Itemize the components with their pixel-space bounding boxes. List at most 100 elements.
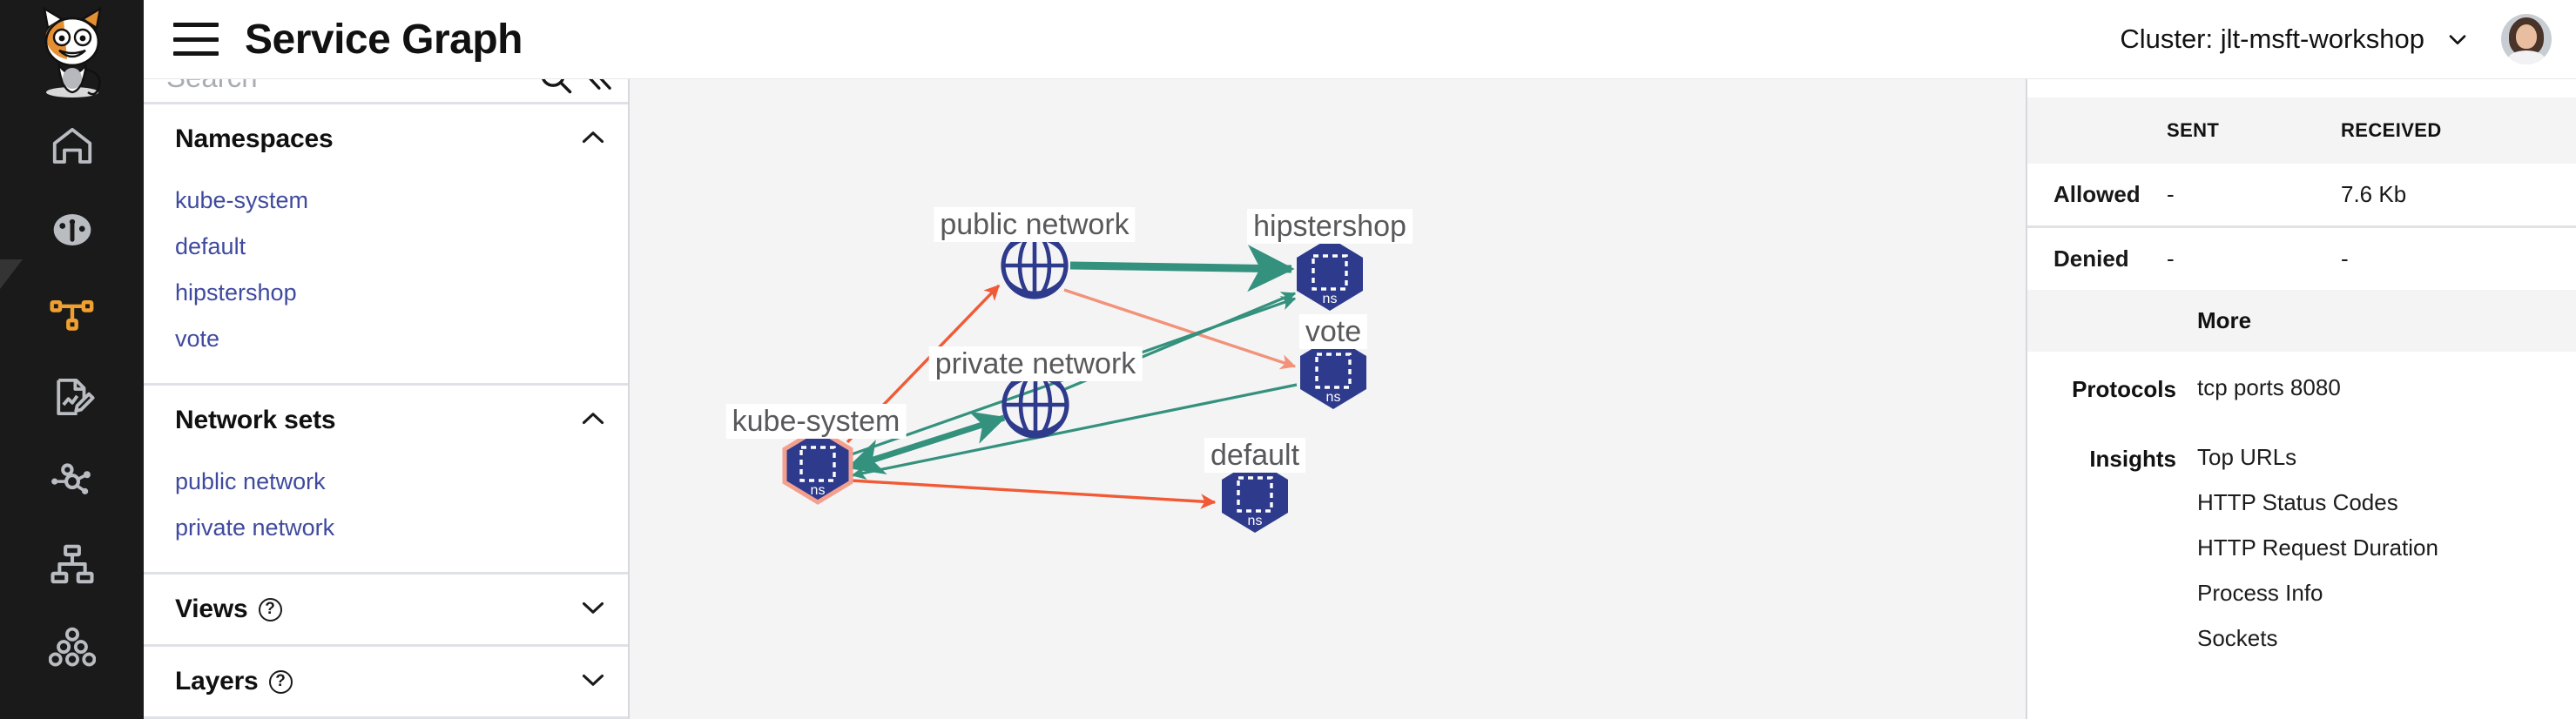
calico-cat-logo[interactable]: [0, 0, 144, 104]
cluster-selector[interactable]: Cluster: jlt-msft-workshop: [2120, 24, 2471, 55]
section-body-namespaces: kube-system default hipstershop vote: [144, 174, 628, 383]
table-header-row: SENT RECEIVED: [2027, 97, 2576, 164]
node-public-network: [1001, 232, 1069, 299]
rail-items: [0, 104, 144, 689]
node-label-public-network[interactable]: public network: [934, 207, 1136, 243]
document-edit-icon: [56, 378, 95, 416]
node-label-private-network[interactable]: private network: [928, 346, 1143, 382]
chevron-down-icon[interactable]: [577, 664, 609, 700]
sidebar-item-default[interactable]: default: [175, 233, 246, 259]
insight-top-urls[interactable]: Top URLs: [2197, 444, 2297, 470]
sidebar-item-home[interactable]: [0, 104, 144, 188]
traffic-table: SENT RECEIVED Allowed - 7.6 Kb Denied - …: [2027, 97, 2576, 290]
edge-public-network-vote: [1063, 288, 1297, 370]
section-layers: Layers ?: [144, 647, 628, 719]
svg-text:ns: ns: [1248, 514, 1263, 528]
more-section-header[interactable]: More: [2027, 290, 2576, 352]
chevron-up-icon[interactable]: [577, 122, 609, 158]
sidebar-item-private-network[interactable]: private network: [175, 514, 335, 541]
section-network-sets: Network sets public network private netw…: [144, 386, 628, 575]
sidebar-item-public-network[interactable]: public network: [175, 468, 326, 494]
edge-public-network-hipstershop: [1069, 245, 1295, 292]
section-header-network-sets[interactable]: Network sets: [144, 386, 628, 455]
protocols-row: Protocols tcp ports 8080: [2027, 376, 2576, 421]
section-title: Network sets: [175, 406, 336, 434]
gauge-icon: [53, 214, 91, 245]
cell-allowed-sent: -: [2167, 164, 2341, 228]
graph-edges: ns ns ns ns: [782, 232, 1366, 533]
insight-http-status-codes[interactable]: HTTP Status Codes: [2197, 489, 2398, 515]
cell-denied-sent: -: [2167, 245, 2175, 272]
node-hipstershop: ns: [1297, 238, 1363, 311]
sidebar-item-network[interactable]: [0, 439, 144, 522]
section-namespaces: Namespaces kube-system default hipstersh…: [144, 104, 628, 386]
node-vote: ns: [1300, 336, 1366, 409]
row-label-allowed: Allowed: [2027, 164, 2167, 228]
chevron-up-icon[interactable]: [577, 403, 609, 439]
insights-label: Insights: [2089, 446, 2176, 472]
cluster-nodes-icon: [48, 627, 96, 667]
icon-rail: [0, 0, 144, 719]
sidebar-item-service-graph[interactable]: [0, 259, 144, 355]
col-head-blank: [2027, 97, 2167, 164]
chevron-down-icon[interactable]: [577, 592, 609, 628]
insight-sockets[interactable]: Sockets: [2197, 625, 2278, 651]
insights-row: Insights Top URLs HTTP Status Codes HTTP…: [2027, 446, 2576, 672]
help-icon[interactable]: ?: [258, 597, 282, 622]
edge-kube-system-default: [850, 479, 1217, 509]
edge-vote-kube-system: [851, 383, 1298, 480]
help-icon[interactable]: ?: [268, 669, 293, 694]
cluster-label: Cluster: jlt-msft-workshop: [2120, 24, 2424, 54]
sidebar-item-dashboard[interactable]: [0, 188, 144, 272]
sidebar-item-policies[interactable]: [0, 355, 144, 439]
insights-values: Top URLs HTTP Status Codes HTTP Request …: [2197, 446, 2438, 672]
node-label-kube-system[interactable]: kube-system: [725, 404, 907, 440]
svg-text:ns: ns: [811, 483, 826, 498]
section-title: Views: [175, 595, 248, 623]
col-head-received: RECEIVED: [2341, 97, 2576, 164]
node-label-hipstershop[interactable]: hipstershop: [1247, 209, 1413, 245]
nodes-network-icon: [51, 463, 91, 494]
section-views: Views ?: [144, 575, 628, 647]
sidebar-item-endpoints[interactable]: [0, 522, 144, 606]
protocols-label: Protocols: [2072, 376, 2176, 402]
svg-text:ns: ns: [1326, 390, 1341, 405]
cell-denied-received: -: [2341, 245, 2349, 272]
sidebar-item-hipstershop[interactable]: hipstershop: [175, 279, 297, 306]
node-kube-system: ns: [782, 427, 853, 505]
graph-canvas[interactable]: ns ns ns ns: [630, 78, 2026, 719]
section-title: Namespaces: [175, 124, 334, 153]
top-bar-divider: [144, 77, 2576, 79]
section-header-views[interactable]: Views ?: [144, 575, 628, 644]
svg-text:ns: ns: [1323, 292, 1338, 306]
protocols-value: tcp ports 8080: [2197, 374, 2341, 400]
node-default: ns: [1222, 460, 1288, 533]
edge-kube-system-private-network-out: [857, 411, 1007, 468]
section-body-network-sets: public network private network: [144, 455, 628, 572]
col-head-sent: SENT: [2167, 97, 2341, 164]
protocols-values: tcp ports 8080: [2197, 376, 2341, 421]
hamburger-icon[interactable]: [173, 23, 219, 56]
insight-process-info[interactable]: Process Info: [2197, 580, 2323, 606]
details-panel: public network » hipstershop SENT RECEIV…: [2027, 0, 2576, 719]
sidebar-item-nodes[interactable]: [0, 606, 144, 689]
node-private-network: [1001, 371, 1069, 439]
node-label-default[interactable]: default: [1204, 438, 1306, 474]
page-title: Service Graph: [245, 16, 523, 63]
home-icon: [52, 127, 91, 164]
section-header-layers[interactable]: Layers ?: [144, 647, 628, 716]
section-header-namespaces[interactable]: Namespaces: [144, 104, 628, 174]
row-label-denied: Denied: [2053, 245, 2129, 272]
sidebar-item-kube-system[interactable]: kube-system: [175, 187, 309, 213]
chevron-down-icon[interactable]: [2444, 25, 2471, 53]
top-bar: Service Graph Cluster: jlt-msft-workshop: [144, 0, 2576, 78]
node-label-vote[interactable]: vote: [1298, 314, 1368, 350]
hierarchy-icon: [50, 544, 94, 584]
table-row-denied: Denied - -: [2027, 227, 2576, 291]
section-title: Layers: [175, 667, 259, 695]
sidebar-item-vote[interactable]: vote: [175, 326, 220, 352]
graph-area: Namespaces from 15 minutes to 0 minutes …: [630, 0, 2027, 719]
insight-http-request-duration[interactable]: HTTP Request Duration: [2197, 534, 2438, 561]
avatar[interactable]: [2501, 14, 2552, 64]
